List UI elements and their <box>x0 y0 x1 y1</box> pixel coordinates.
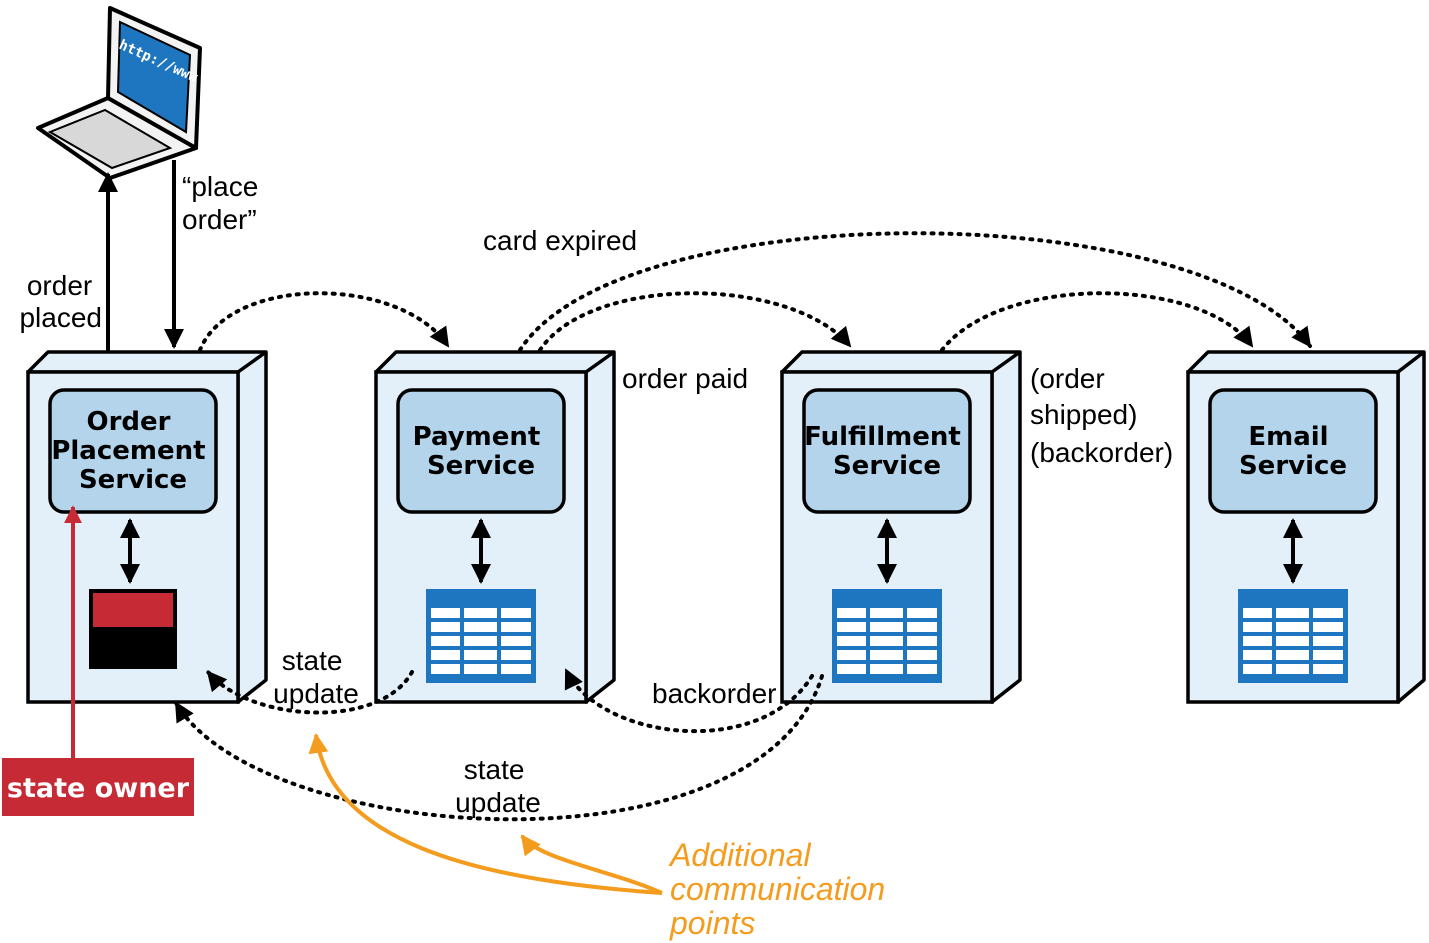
service-name: Email Service <box>1239 422 1347 481</box>
table-icon <box>1238 589 1348 683</box>
backorder-label: backorder <box>652 678 777 709</box>
additional-point-arrow-2 <box>520 834 663 895</box>
state-update-label-1: state update <box>273 645 359 709</box>
service-name: Order Placement Service <box>51 407 214 495</box>
service-name: Payment Service <box>413 422 550 481</box>
state-owner-label: state owner <box>7 773 190 804</box>
state-owner-badge <box>2 758 194 816</box>
order-paid-event-arrow <box>538 291 852 352</box>
laptop-icon: http://www <box>36 6 202 180</box>
state-update-arrow-1 <box>206 670 414 715</box>
card-expired-label: card expired <box>483 225 637 256</box>
order-paid-label: order paid <box>622 363 748 394</box>
state-update-label-2: state update <box>455 754 541 818</box>
place-order-label: “place order” <box>182 171 266 235</box>
data-store-icon <box>89 589 177 669</box>
table-icon <box>832 589 942 683</box>
card-expired-event-arrow <box>518 231 1312 352</box>
order-shipped-label: (order shipped) (backorder) <box>1030 363 1173 468</box>
table-icon <box>426 589 536 683</box>
additional-communication-note: Additional communication points <box>668 837 894 941</box>
service-name: Fulfillment Service <box>804 422 970 481</box>
additional-point-arrow-1 <box>308 733 663 895</box>
backorder-event-arrow <box>564 668 814 734</box>
state-update-arrow-2 <box>174 674 824 822</box>
order-placed-event-arrow <box>198 291 450 352</box>
order-shipped-event-arrow <box>940 291 1254 352</box>
order-placed-label: order placed <box>19 270 102 333</box>
